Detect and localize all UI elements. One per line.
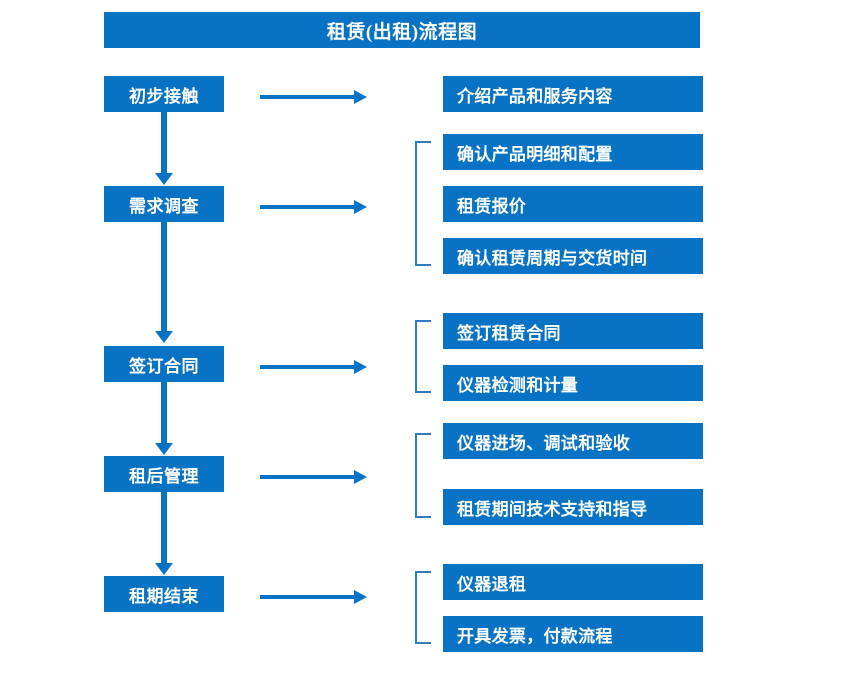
stage-box-1[interactable]: 初步接触 [104,76,224,112]
detail-box-3-2[interactable]: 仪器检测和计量 [443,365,703,401]
detail-box-2-3[interactable]: 确认租赁周期与交货时间 [443,238,703,274]
detail-box-1-1[interactable]: 介绍产品和服务内容 [443,76,703,112]
bracket-stage-2 [415,141,431,266]
stage-box-5[interactable]: 租期结束 [104,576,224,612]
arrow-down-icon-4 [155,492,173,575]
detail-box-5-1[interactable]: 仪器退租 [443,564,703,600]
detail-box-4-2[interactable]: 租赁期间技术支持和指导 [443,489,703,525]
page-title: 租赁(出租)流程图 [104,12,700,48]
arrow-right-icon-stage-2 [260,200,367,214]
arrow-right-icon-stage-5 [260,590,367,604]
arrow-right-icon-stage-1 [260,90,367,104]
bracket-stage-5 [415,571,431,644]
detail-box-3-1[interactable]: 签订租赁合同 [443,313,703,349]
arrow-right-icon-stage-3 [260,360,367,374]
stage-box-2[interactable]: 需求调查 [104,186,224,222]
detail-box-4-1[interactable]: 仪器进场、调试和验收 [443,423,703,459]
arrow-down-icon-2 [155,222,173,343]
stage-box-3[interactable]: 签订合同 [104,346,224,382]
arrow-right-icon-stage-4 [260,470,367,484]
detail-box-5-2[interactable]: 开具发票，付款流程 [443,616,703,652]
arrow-down-icon-1 [155,112,173,185]
stage-box-4[interactable]: 租后管理 [104,456,224,492]
arrow-down-icon-3 [155,382,173,455]
detail-box-2-1[interactable]: 确认产品明细和配置 [443,134,703,170]
bracket-stage-3 [415,320,431,393]
bracket-stage-4 [415,433,431,518]
detail-box-2-2[interactable]: 租赁报价 [443,186,703,222]
